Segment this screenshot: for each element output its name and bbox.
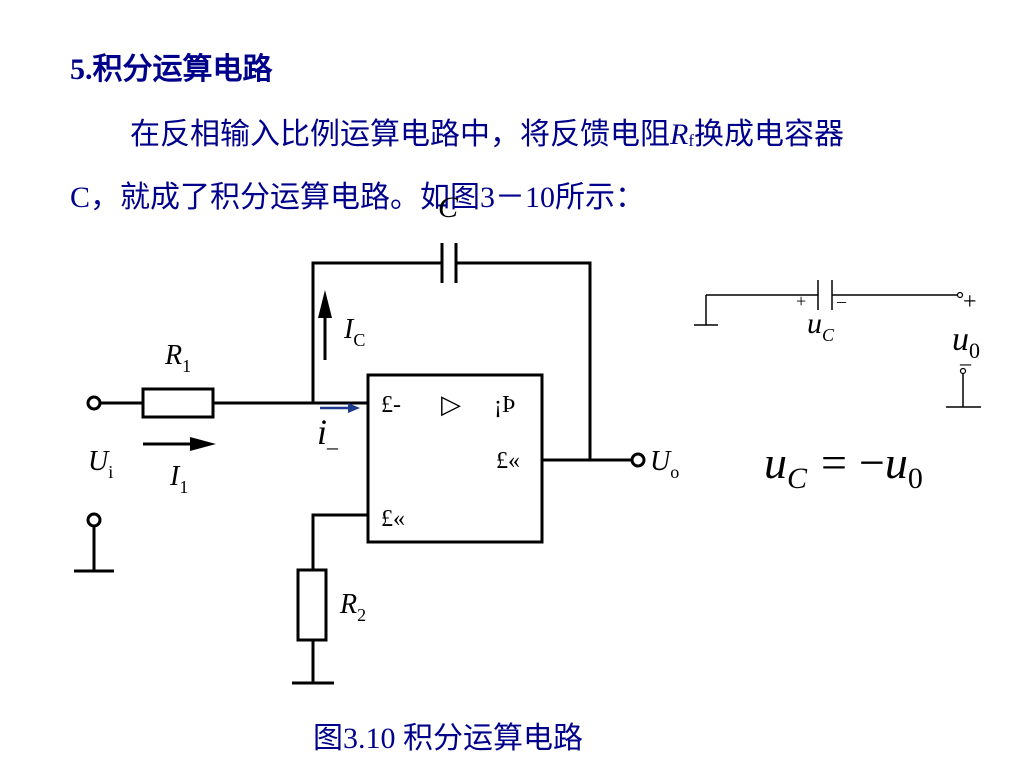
side-plus-left: + [796, 291, 806, 311]
side-plus-output: + [963, 289, 977, 315]
i1-current-arrow [143, 437, 216, 451]
ic-current-arrow [318, 290, 332, 360]
r2-label-sub: 2 [357, 605, 366, 625]
equation-rhs-sub: 0 [908, 462, 923, 495]
i1-label-sub: 1 [179, 477, 188, 497]
ui-label-main: U [88, 446, 110, 477]
feedback-capacitor [311, 243, 592, 460]
side-uc-label: uC [807, 307, 835, 345]
intro-paragraph: 在反相输入比例运算电路中，将反馈电阻Rf换成电容器 C，就成了积分运算电路。如图3… [70, 106, 960, 226]
input-terminal [86, 395, 102, 411]
side-minus-output: – [959, 350, 972, 375]
side-minus-right: – [836, 291, 847, 311]
paragraph-text-before: 在反相输入比例运算电路中，将反馈电阻 [130, 118, 670, 151]
equation-lhs-sub: C [787, 462, 808, 495]
i-minus-arrow [320, 403, 360, 413]
ic-label: IC [343, 314, 365, 350]
output-terminal [630, 452, 646, 468]
i-minus-main: i [317, 412, 327, 452]
side-u0-sub: 0 [969, 338, 980, 363]
side-uc-main: u [807, 307, 822, 340]
i-minus-sub: – [326, 434, 339, 459]
resistor-r1 [141, 387, 215, 419]
side-uc-sub: C [822, 325, 835, 345]
uo-label-main: U [650, 446, 672, 477]
input-ground-terminal [86, 512, 102, 528]
resistor-r2 [296, 568, 328, 642]
side-u0-label: u0 [952, 321, 980, 363]
paragraph-var-rf-sub: f [688, 131, 694, 150]
r1-label-main: R [164, 340, 182, 371]
equation-rhs-sign: − [859, 437, 885, 488]
uo-label-sub: o [670, 462, 679, 482]
slide-heading: 5.积分运算电路 [70, 53, 273, 86]
uo-label: Uo [650, 446, 679, 482]
opamp-symbol: ▷ [441, 390, 461, 419]
opamp-plus-pin-label: £« [381, 506, 405, 532]
ic-label-main: I [343, 314, 355, 345]
opamp-infinity-label: ¡Þ [494, 392, 515, 418]
opamp-minus-pin-label: £- [381, 392, 401, 418]
r2-label-main: R [339, 589, 357, 620]
r2-label: R2 [339, 589, 366, 625]
r1-label: R1 [164, 340, 191, 376]
ui-label-sub: i [108, 462, 113, 482]
side-u0-main: u [952, 321, 969, 358]
i1-label-main: I [169, 461, 181, 492]
ui-label: Ui [88, 446, 113, 482]
side-capacitor-diagram [694, 280, 981, 408]
paragraph-line1-end: 换成电容器 [694, 118, 844, 151]
opamp-box [366, 373, 544, 544]
i1-label: I1 [169, 461, 188, 497]
r1-label-sub: 1 [182, 356, 191, 376]
ic-label-sub: C [353, 330, 365, 350]
paragraph-var-rf: R [670, 118, 689, 151]
equation-equals: = [821, 437, 847, 488]
capacitor-label: C [438, 191, 459, 224]
equation: uC=−u0 [764, 437, 923, 495]
i-minus-label: i– [317, 412, 339, 459]
paragraph-line2: C，就成了积分运算电路。如图3－10所示： [70, 181, 646, 214]
equation-rhs-main: u [885, 437, 908, 488]
equation-lhs-main: u [764, 437, 787, 488]
opamp-output-pin-label: £« [496, 448, 520, 474]
figure-caption: 图3.10 积分运算电路 [313, 722, 583, 755]
